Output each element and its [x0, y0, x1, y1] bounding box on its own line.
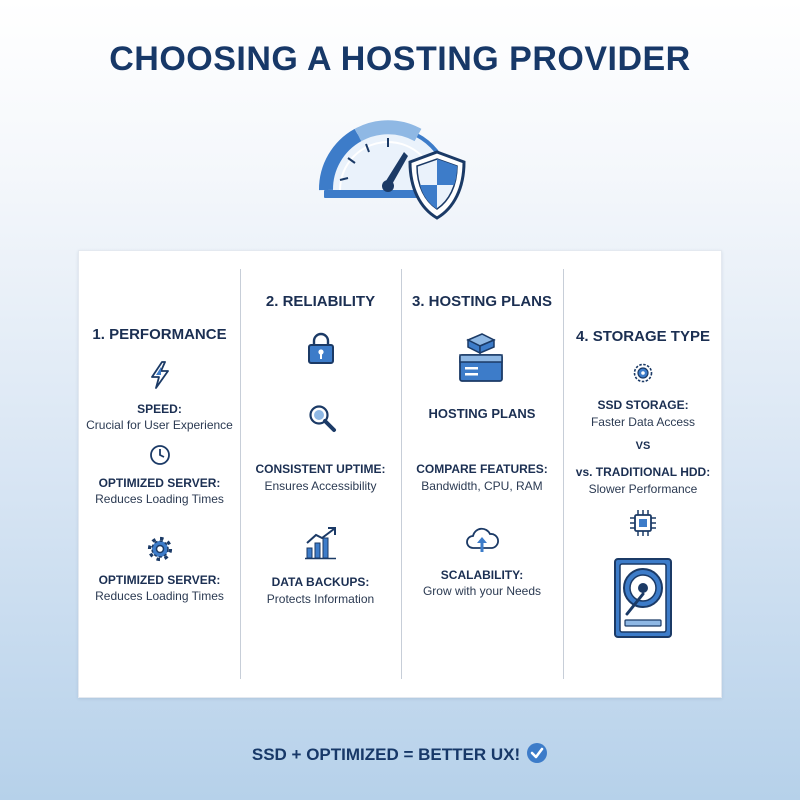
- column-storage-type: 4. STORAGE TYPE SSD STORAGE: Faster Data…: [563, 251, 723, 699]
- optimized-server-label: OPTIMIZED SERVER:: [98, 573, 221, 587]
- gear-icon: [147, 536, 173, 562]
- column-reliability: 2. RELIABILITY CONSISTENT UPTIME: Ensure…: [240, 251, 401, 699]
- column-heading: 4. STORAGE TYPE: [576, 328, 710, 345]
- clock-icon: [150, 445, 170, 465]
- optimized-server-desc: Reduces Loading Times: [95, 492, 224, 506]
- scalability-label: SCALABILITY:: [440, 568, 524, 582]
- versus-label: VS: [635, 440, 651, 452]
- column-divider: [401, 269, 402, 679]
- ssd-disc-icon: [633, 363, 653, 383]
- column-heading: 3. HOSTING PLANS: [411, 293, 553, 310]
- hosting-plans-label: HOSTING PLANS: [428, 406, 536, 421]
- uptime-desc: Ensures Accessibility: [264, 479, 377, 493]
- lightning-icon: [151, 361, 169, 389]
- speed-desc: Crucial for User Experience: [86, 418, 233, 432]
- hard-drive-icon: [614, 558, 672, 638]
- backups-desc: Protects Information: [266, 592, 375, 606]
- compare-features-desc: Bandwidth, CPU, RAM: [421, 479, 543, 493]
- column-divider: [240, 269, 241, 679]
- column-heading: 2. RELIABILITY: [265, 293, 376, 310]
- check-badge-icon: [527, 743, 548, 763]
- column-hosting-plans: 3. HOSTING PLANS HOSTING PLANS COMPARE F…: [401, 251, 563, 699]
- server-box-icon: [459, 333, 503, 382]
- speedometer-icon: [318, 120, 452, 198]
- footer-tagline: SSD + OPTIMIZED = BETTER UX!: [0, 742, 800, 765]
- column-heading: 1. PERFORMANCE: [92, 326, 227, 343]
- traditional-hdd-desc: Slower Performance: [588, 482, 698, 496]
- growth-chart-icon: [305, 527, 336, 560]
- scalability-desc: Grow with your Needs: [422, 584, 542, 598]
- lock-icon: [308, 332, 334, 364]
- speed-label: SPEED:: [137, 402, 182, 416]
- footer-text: SSD + OPTIMIZED = BETTER UX!: [251, 745, 521, 764]
- magnifier-icon: [309, 405, 336, 432]
- ssd-storage-desc: Faster Data Access: [590, 415, 696, 429]
- page-title: CHOOSING A HOSTING PROVIDER: [109, 40, 691, 78]
- ssd-storage-label: SSD STORAGE:: [597, 398, 689, 412]
- chip-icon: [630, 510, 656, 536]
- content-panel: 1. PERFORMANCE SPEED: Crucial for User E…: [78, 250, 722, 698]
- uptime-label: CONSISTENT UPTIME:: [255, 462, 386, 476]
- compare-features-label: COMPARE FEATURES:: [416, 462, 548, 476]
- traditional-hdd-label: vs. TRADITIONAL HDD:: [575, 465, 711, 479]
- backups-label: DATA BACKUPS:: [271, 575, 370, 589]
- optimized-server-desc: Reduces Loading Times: [95, 589, 224, 603]
- shield-icon: [408, 150, 466, 220]
- column-divider: [563, 269, 564, 679]
- optimized-server-label: OPTIMIZED SERVER:: [98, 476, 221, 490]
- column-performance: 1. PERFORMANCE SPEED: Crucial for User E…: [79, 251, 240, 699]
- cloud-upload-icon: [466, 527, 499, 552]
- hero-illustration: [318, 120, 466, 220]
